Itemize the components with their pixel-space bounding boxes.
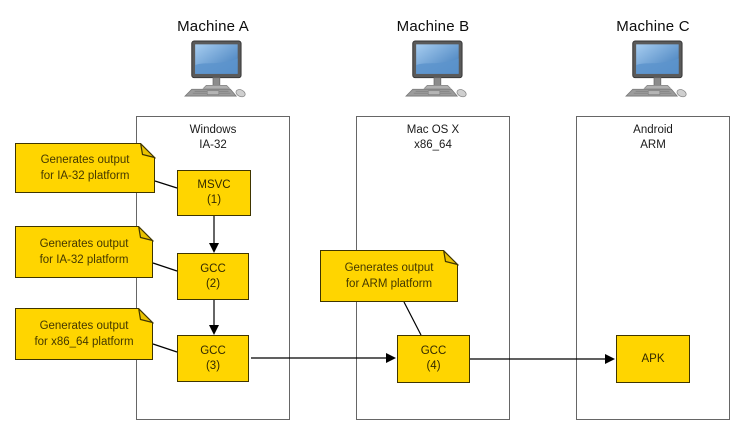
node-msvc-1: MSVC (1) bbox=[177, 170, 251, 216]
note-text: Generates output bbox=[39, 320, 129, 332]
machine-a-title: Machine A bbox=[177, 18, 249, 35]
machine-c-title: Machine C bbox=[616, 18, 690, 35]
node-label: MSVC bbox=[197, 179, 231, 191]
node-label: APK bbox=[641, 352, 665, 365]
os-name: Windows bbox=[189, 124, 237, 136]
node-apk: APK bbox=[616, 335, 690, 383]
folded-corner-icon bbox=[442, 249, 459, 266]
note-ia32-msvc: Generates output for IA-32 platform bbox=[15, 142, 156, 193]
node-gcc-3: GCC (3) bbox=[177, 335, 249, 382]
machine-a-os-label: Windows IA-32 bbox=[137, 123, 289, 153]
note-text: Generates output bbox=[39, 238, 129, 250]
folded-corner-icon bbox=[137, 307, 154, 324]
os-arch: x86_64 bbox=[414, 139, 452, 151]
note-text: for ARM platform bbox=[345, 278, 433, 290]
node-label: GCC bbox=[420, 345, 447, 357]
computer-icon bbox=[401, 40, 469, 98]
note-text: for IA-32 platform bbox=[39, 254, 129, 266]
node-label: GCC bbox=[200, 344, 226, 357]
node-step: (2) bbox=[205, 277, 221, 290]
node-gcc-4: GCC (4) bbox=[397, 335, 470, 383]
note-text: for IA-32 platform bbox=[40, 170, 130, 182]
note-text: Generates output bbox=[344, 262, 434, 274]
machine-c-container: Android ARM bbox=[576, 116, 730, 420]
node-gcc-2: GCC (2) bbox=[177, 253, 249, 300]
node-step: (4) bbox=[426, 360, 441, 372]
machine-c-os-label: Android ARM bbox=[577, 123, 729, 153]
computer-icon bbox=[180, 40, 248, 98]
node-step: (3) bbox=[205, 359, 221, 372]
note-x86-64-gcc3: Generates output for x86_64 platform bbox=[15, 307, 154, 360]
note-text: Generates output bbox=[40, 154, 130, 166]
machine-b-os-label: Mac OS X x86_64 bbox=[357, 123, 509, 153]
note-text: for x86_64 platform bbox=[34, 336, 134, 348]
node-step: (1) bbox=[206, 194, 222, 206]
machine-b-title: Machine B bbox=[396, 18, 470, 35]
os-arch: IA-32 bbox=[199, 139, 227, 151]
note-arm-gcc4: Generates output for ARM platform bbox=[320, 249, 459, 302]
folded-corner-icon bbox=[137, 225, 154, 242]
os-arch: ARM bbox=[640, 139, 666, 151]
node-label: GCC bbox=[200, 262, 226, 275]
os-name: Android bbox=[633, 124, 673, 136]
folded-corner-icon bbox=[139, 142, 156, 159]
note-ia32-gcc2: Generates output for IA-32 platform bbox=[15, 225, 154, 278]
computer-icon bbox=[621, 40, 689, 98]
os-name: Mac OS X bbox=[406, 124, 460, 136]
